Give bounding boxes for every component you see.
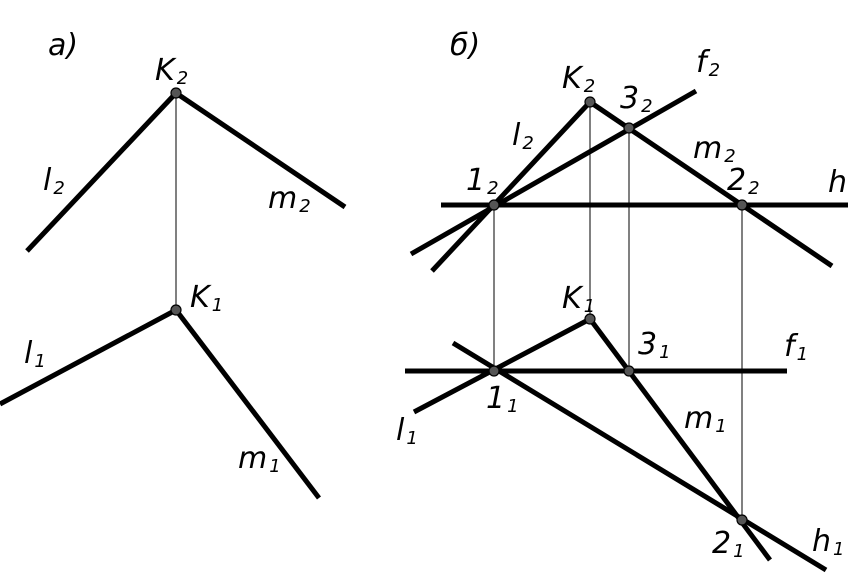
b-line-f2	[409, 88, 698, 257]
a-line-l1	[0, 307, 178, 407]
b-point-3-1	[623, 365, 635, 377]
b-point-k1	[584, 313, 596, 325]
panel-b-title: б)	[450, 28, 480, 63]
panel-a-title: а)	[48, 28, 78, 63]
b-label-h: h	[828, 165, 847, 200]
b-point-1-1	[488, 365, 500, 377]
b-point-2-2	[736, 199, 748, 211]
b-point-3-2	[623, 122, 635, 134]
b-line-h1	[451, 340, 828, 573]
a-line-m2	[174, 90, 347, 210]
a-line-l2	[25, 91, 178, 253]
a-point-k1	[170, 304, 182, 316]
b-line-l1	[412, 316, 592, 415]
b-line-l2	[430, 100, 592, 273]
b-point-k2	[584, 96, 596, 108]
a-point-k2	[170, 87, 182, 99]
b-point-1-2	[488, 199, 500, 211]
b-point-2-1	[736, 514, 748, 526]
a-line-m1	[174, 308, 321, 500]
